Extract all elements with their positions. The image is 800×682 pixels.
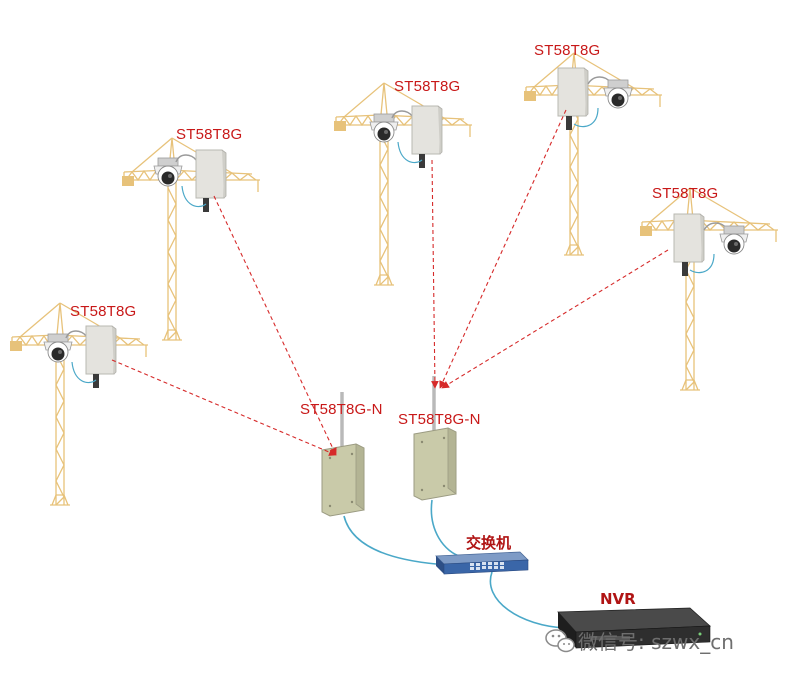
base-label-1: ST58T8G-N [300,401,383,418]
tower-crane-5 [639,187,779,391]
cpe-unit-3 [369,105,443,169]
nvr-label: NVR [600,590,636,608]
cpe-unit-4 [557,67,633,131]
cpe-label-1: ST58T8G [70,303,137,320]
link-1 [111,359,337,456]
cpe-label-2: ST58T8G [176,126,243,143]
tower-crane-4 [523,52,663,256]
tower-crane-1 [9,302,149,506]
wireless-links [111,109,669,456]
cpe-unit-1 [43,325,117,389]
cable-base1-switch [343,515,437,565]
link-3 [431,159,439,389]
cpe-label-5: ST58T8G [652,185,719,202]
nvr-device [557,607,711,649]
tower-crane-3 [333,82,473,286]
cpe-label-4: ST58T8G [534,42,601,59]
base-station-2 [412,374,458,502]
cpe-unit-2 [153,149,227,213]
watermark-text: 微信号: szwx_cn [578,630,734,654]
cable-switch-nvr [489,571,567,629]
base-label-2: ST58T8G-N [398,411,481,428]
tower-crane-2 [121,137,261,341]
link-2 [213,195,337,456]
cable-base2-switch [430,499,463,558]
cpe-unit-5 [673,213,749,277]
cpe-label-3: ST58T8G [394,78,461,95]
switch-device [435,551,529,575]
link-4 [439,109,567,389]
link-5 [441,249,669,389]
switch-label: 交换机 [466,534,512,552]
wechat-icon [545,629,575,653]
